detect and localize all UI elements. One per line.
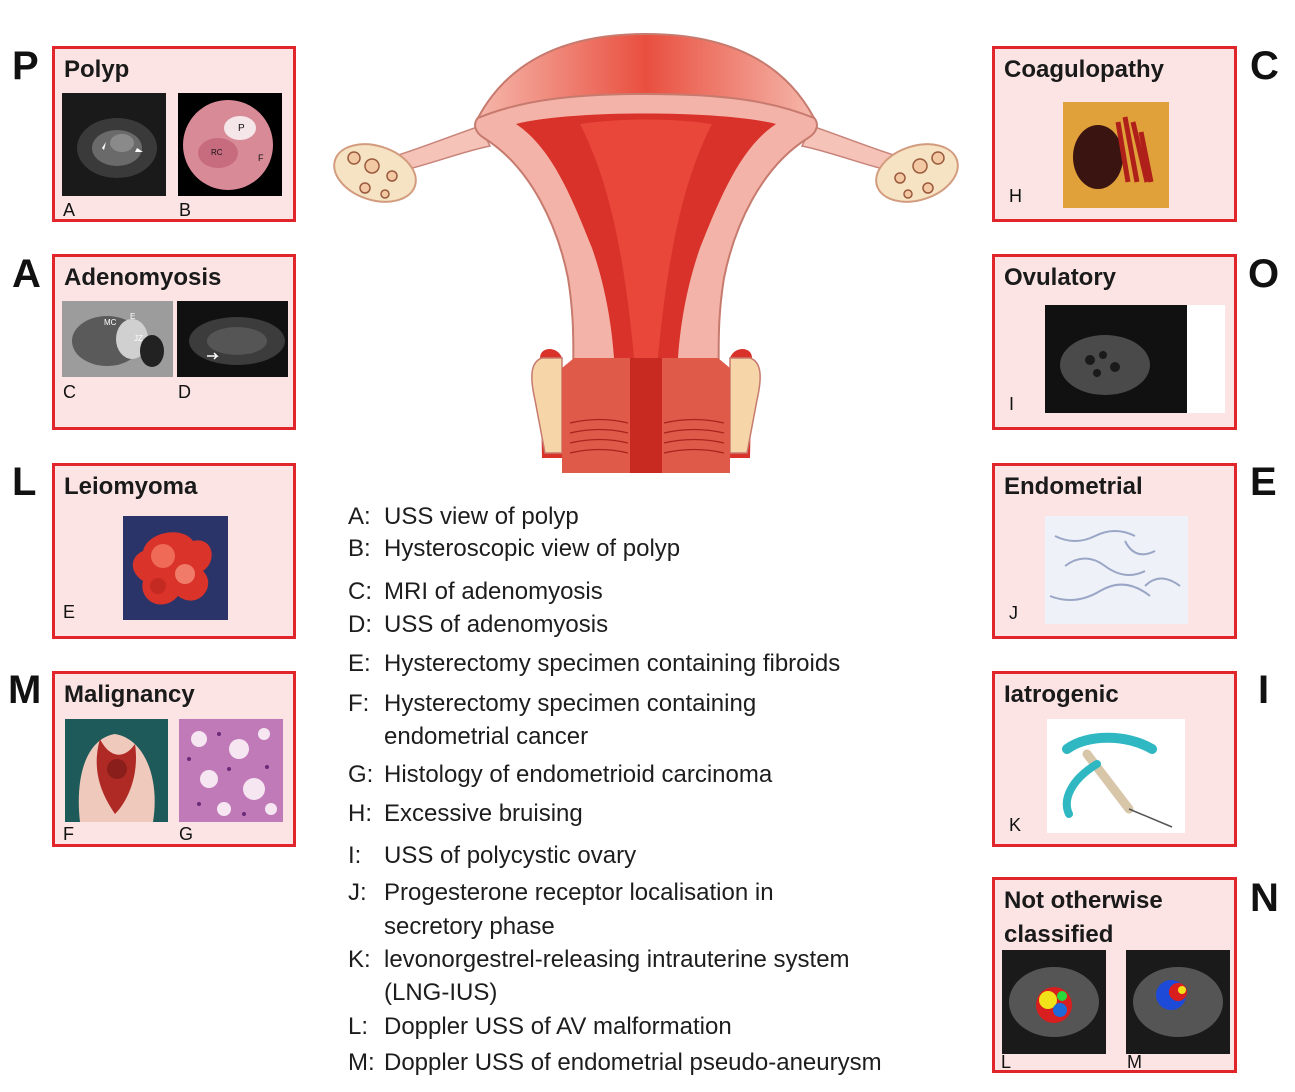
panel-coagulopathy: Coagulopathy H — [992, 46, 1237, 222]
left-ovary — [333, 143, 417, 203]
panel-title: Iatrogenic — [1004, 681, 1119, 708]
image-caption: A — [63, 200, 76, 220]
uterus-fundus — [475, 32, 817, 120]
category-letter-e: E — [1250, 460, 1277, 504]
image-caption: M — [1127, 1052, 1142, 1072]
panel-title: Polyp — [64, 56, 130, 83]
uterus-illustration — [333, 32, 959, 473]
doppler-image — [1002, 950, 1106, 1054]
panel-title: Ovulatory — [1004, 264, 1117, 291]
panel-title-line1: Not otherwise — [1004, 887, 1163, 914]
panel-endometrial: Endometrial J — [992, 463, 1237, 639]
category-letter-i: I — [1258, 668, 1270, 712]
mri-image: MC E JZ — [62, 301, 173, 377]
panel-polyp: Polyp P RC F A B — [52, 46, 296, 222]
panel-leiomyoma: Leiomyoma E — [52, 463, 296, 639]
panel-malignancy: Malignancy F G — [52, 671, 296, 847]
histology-image — [179, 719, 283, 822]
image-caption: F — [63, 824, 74, 844]
hysteroscopy-image: P RC F — [178, 93, 282, 196]
image-caption: H — [1009, 186, 1022, 206]
category-letter-a: A — [12, 252, 41, 296]
ultrasound-image — [62, 93, 166, 196]
panel-title: Adenomyosis — [64, 264, 222, 291]
image-caption: I — [1009, 394, 1015, 414]
category-letter-n: N — [1250, 876, 1279, 920]
cancer-specimen-image — [65, 719, 168, 822]
image-caption: C — [63, 382, 76, 402]
category-letter-l: L — [12, 460, 37, 504]
bruising-image — [1063, 102, 1169, 208]
panel-title-line2: classified — [1004, 921, 1114, 948]
image-caption: B — [179, 200, 192, 220]
fibroid-specimen-image — [123, 516, 228, 620]
image-caption: L — [1001, 1052, 1012, 1072]
iud-image — [1047, 719, 1185, 833]
svg-text:RC: RC — [211, 148, 223, 157]
panel-not-otherwise-classified: Not otherwise classified L M — [992, 877, 1237, 1073]
image-caption: K — [1009, 815, 1022, 835]
doppler-image — [1126, 950, 1230, 1054]
category-letter-p: P — [12, 44, 39, 88]
panel-title: Endometrial — [1004, 473, 1143, 500]
category-letter-c: C — [1250, 44, 1279, 88]
svg-text:F: F — [258, 153, 264, 163]
right-ovary — [875, 143, 959, 203]
image-caption: G — [179, 824, 194, 844]
svg-text:JZ: JZ — [134, 334, 143, 343]
ultrasound-image — [1045, 305, 1225, 413]
panel-iatrogenic: Iatrogenic K — [992, 671, 1237, 847]
ultrasound-image — [177, 301, 288, 377]
image-caption: D — [178, 382, 191, 402]
panel-adenomyosis: Adenomyosis MC E JZ C D — [52, 254, 296, 430]
svg-text:E: E — [130, 312, 135, 321]
category-letter-m: M — [8, 668, 42, 712]
panel-title: Coagulopathy — [1004, 56, 1164, 83]
image-caption: E — [63, 602, 76, 622]
panel-title: Leiomyoma — [64, 473, 198, 500]
panel-ovulatory: Ovulatory I — [992, 254, 1237, 430]
panel-title: Malignancy — [64, 681, 195, 708]
svg-text:P: P — [238, 123, 245, 134]
svg-text:MC: MC — [104, 318, 117, 327]
category-letter-o: O — [1248, 252, 1280, 296]
image-caption: J — [1009, 603, 1018, 623]
histology-image — [1045, 516, 1188, 624]
